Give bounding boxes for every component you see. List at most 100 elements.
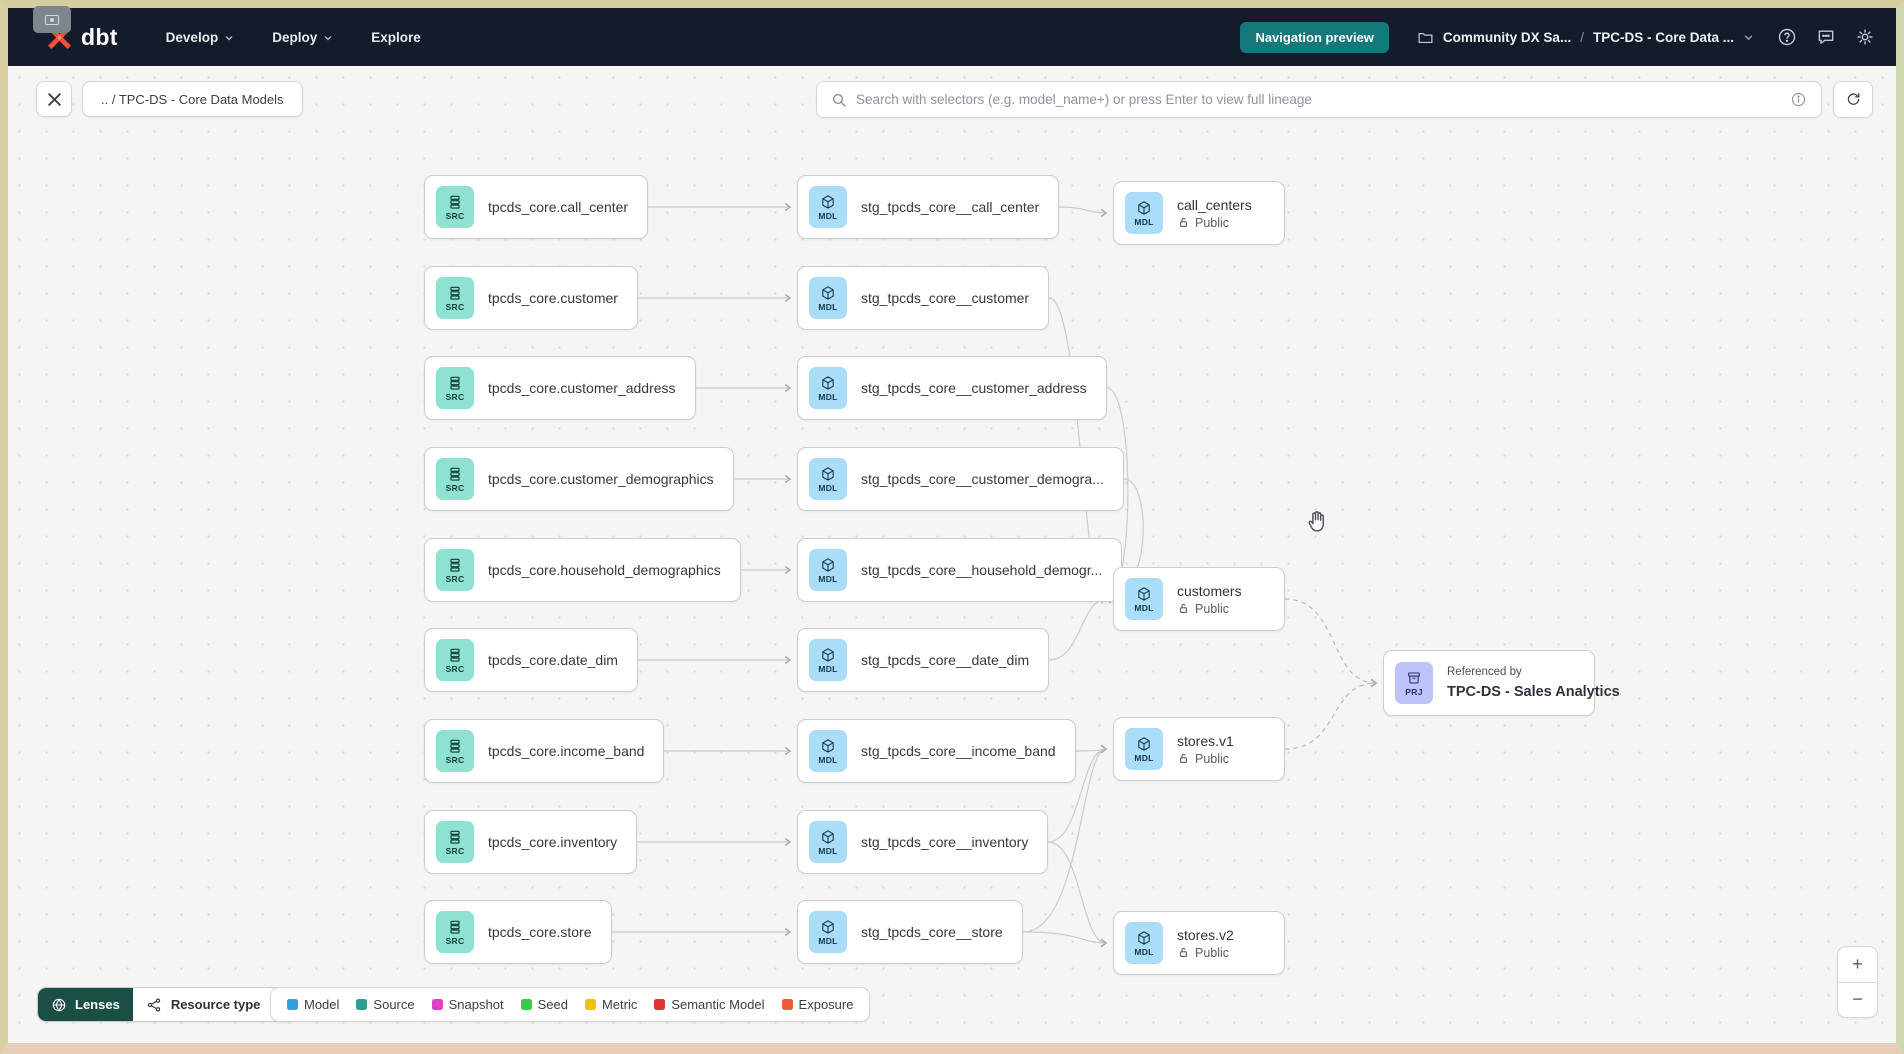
graph-node-source[interactable]: SRC tpcds_core.customer (424, 266, 638, 330)
graph-node-project[interactable]: PRJ Referenced by TPC-DS - Sales Analyti… (1383, 650, 1620, 716)
node-label: customers (1177, 582, 1242, 599)
node-label: stg_tpcds_core__store (861, 924, 1003, 940)
model-cube-icon (822, 285, 834, 300)
node-label: stg_tpcds_core__call_center (861, 199, 1040, 215)
node-label: stg_tpcds_core__customer_demogra... (861, 471, 1104, 487)
graph-node-source[interactable]: SRC tpcds_core.customer_address (424, 356, 696, 420)
lenses-button[interactable]: Lenses (38, 988, 133, 1021)
breadcrumb-project[interactable]: Community DX Sa... (1442, 29, 1572, 45)
graph-node-model[interactable]: MDL stg_tpcds_core__inventory (797, 810, 1049, 874)
settings-gear-icon[interactable] (1854, 26, 1876, 48)
database-icon (450, 467, 460, 481)
feedback-icon[interactable] (1815, 26, 1837, 48)
node-label: tpcds_core.call_center (488, 199, 629, 215)
project-archive-icon (1408, 671, 1420, 684)
graph-node-model[interactable]: MDL stg_tpcds_core__date_dim (797, 628, 1050, 692)
node-label: stg_tpcds_core__income_band (861, 743, 1056, 759)
navbar-icons (1776, 26, 1876, 48)
node-label: tpcds_core.income_band (488, 743, 645, 759)
model-cube-icon (1138, 586, 1150, 601)
database-icon (450, 739, 460, 753)
referenced-by-caption: Referenced by (1447, 666, 1522, 678)
graph-node-source[interactable]: SRC tpcds_core.household_demographics (424, 538, 741, 602)
lineage-path-chip[interactable]: .. / TPC-DS - Core Data Models (82, 81, 303, 117)
resource-type-icon (147, 997, 160, 1012)
model-badge: MDL (1125, 192, 1163, 234)
model-cube-icon (822, 557, 834, 572)
graph-node-source[interactable]: SRC tpcds_core.income_band (424, 719, 665, 783)
node-label: tpcds_core.customer_address (488, 380, 676, 396)
model-cube-icon (822, 738, 834, 753)
help-icon[interactable] (1776, 26, 1798, 48)
model-cube-icon (822, 919, 834, 934)
database-icon (450, 648, 460, 662)
source-badge: SRC (436, 458, 474, 500)
breadcrumb-page[interactable]: TPC-DS - Core Data ... (1592, 29, 1734, 45)
navigation-preview-button[interactable]: Navigation preview (1240, 21, 1389, 53)
legend-label: Seed (537, 997, 568, 1012)
graph-node-source[interactable]: SRC tpcds_core.date_dim (424, 628, 638, 692)
graph-node-model[interactable]: MDL stg_tpcds_core__customer_demogra... (797, 447, 1124, 511)
public-lock-icon (1180, 753, 1187, 763)
graph-node-model[interactable]: MDL stg_tpcds_core__income_band (797, 719, 1076, 783)
model-badge: MDL (809, 821, 847, 863)
nav-deploy[interactable]: Deploy (272, 30, 333, 45)
node-label: tpcds_core.inventory (488, 834, 618, 850)
top-navbar: dbt Develop Deploy Explore Navigation pr… (0, 0, 1904, 66)
node-label: stg_tpcds_core__customer_address (861, 380, 1087, 396)
graph-node-source[interactable]: SRC tpcds_core.store (424, 900, 612, 964)
graph-node-public-model[interactable]: MDL customers Public (1113, 567, 1285, 631)
legend-label: Semantic Model (671, 997, 765, 1012)
model-cube-icon (1138, 200, 1150, 215)
model-badge: MDL (809, 277, 847, 319)
chevron-down-icon (324, 35, 332, 41)
legend-swatch (654, 999, 666, 1010)
nav-explore[interactable]: Explore (371, 29, 421, 45)
legend-swatch (431, 999, 443, 1010)
chevron-down-icon[interactable] (1743, 32, 1754, 43)
nav-develop[interactable]: Develop (166, 30, 235, 45)
legend-label: Metric (601, 997, 638, 1012)
model-badge: MDL (809, 186, 847, 228)
graph-node-public-model[interactable]: MDL call_centers Public (1113, 181, 1285, 245)
public-lock-icon (1180, 217, 1187, 227)
model-badge: MDL (809, 367, 847, 409)
search-input[interactable] (856, 92, 1781, 107)
graph-node-public-model[interactable]: MDL stores.v2 Public (1113, 911, 1285, 975)
refresh-lineage-button[interactable] (1833, 81, 1873, 118)
graph-node-source[interactable]: SRC tpcds_core.call_center (424, 175, 649, 239)
close-lineage-button[interactable] (36, 81, 72, 117)
graph-node-model[interactable]: MDL stg_tpcds_core__customer_address (797, 356, 1107, 420)
info-icon[interactable] (1790, 91, 1807, 108)
main-nav: Develop Deploy Explore (166, 30, 421, 45)
close-icon (47, 92, 61, 106)
model-cube-icon (822, 194, 834, 209)
legend-item-semantic-model: Semantic Model (654, 997, 765, 1012)
node-label: TPC-DS - Sales Analytics (1447, 684, 1620, 700)
graph-node-public-model[interactable]: MDL stores.v1 Public (1113, 717, 1285, 781)
node-label: tpcds_core.customer_demographics (488, 471, 714, 487)
model-badge: MDL (809, 730, 847, 772)
graph-node-model[interactable]: MDL stg_tpcds_core__household_demogr... (797, 538, 1123, 602)
legend-label: Source (373, 997, 415, 1012)
zoom-in-button[interactable]: + (1838, 947, 1877, 983)
graph-node-source[interactable]: SRC tpcds_core.inventory (424, 810, 638, 874)
source-badge: SRC (436, 911, 474, 953)
legend-label: Model (304, 997, 340, 1012)
source-badge: SRC (436, 549, 474, 591)
graph-node-model[interactable]: MDL stg_tpcds_core__call_center (797, 175, 1060, 239)
pip-icon (45, 14, 59, 25)
graph-node-model[interactable]: MDL stg_tpcds_core__store (797, 900, 1023, 964)
graph-node-source[interactable]: SRC tpcds_core.customer_demographics (424, 447, 734, 511)
chevron-down-icon (225, 35, 233, 41)
folder-icon (1418, 32, 1433, 43)
node-label: stg_tpcds_core__customer (861, 290, 1030, 306)
node-label: stg_tpcds_core__inventory (861, 834, 1029, 850)
zoom-controls: + − (1837, 946, 1878, 1018)
graph-node-model[interactable]: MDL stg_tpcds_core__customer (797, 266, 1050, 330)
legend-swatch (356, 999, 368, 1010)
zoom-out-button[interactable]: − (1852, 989, 1863, 1010)
